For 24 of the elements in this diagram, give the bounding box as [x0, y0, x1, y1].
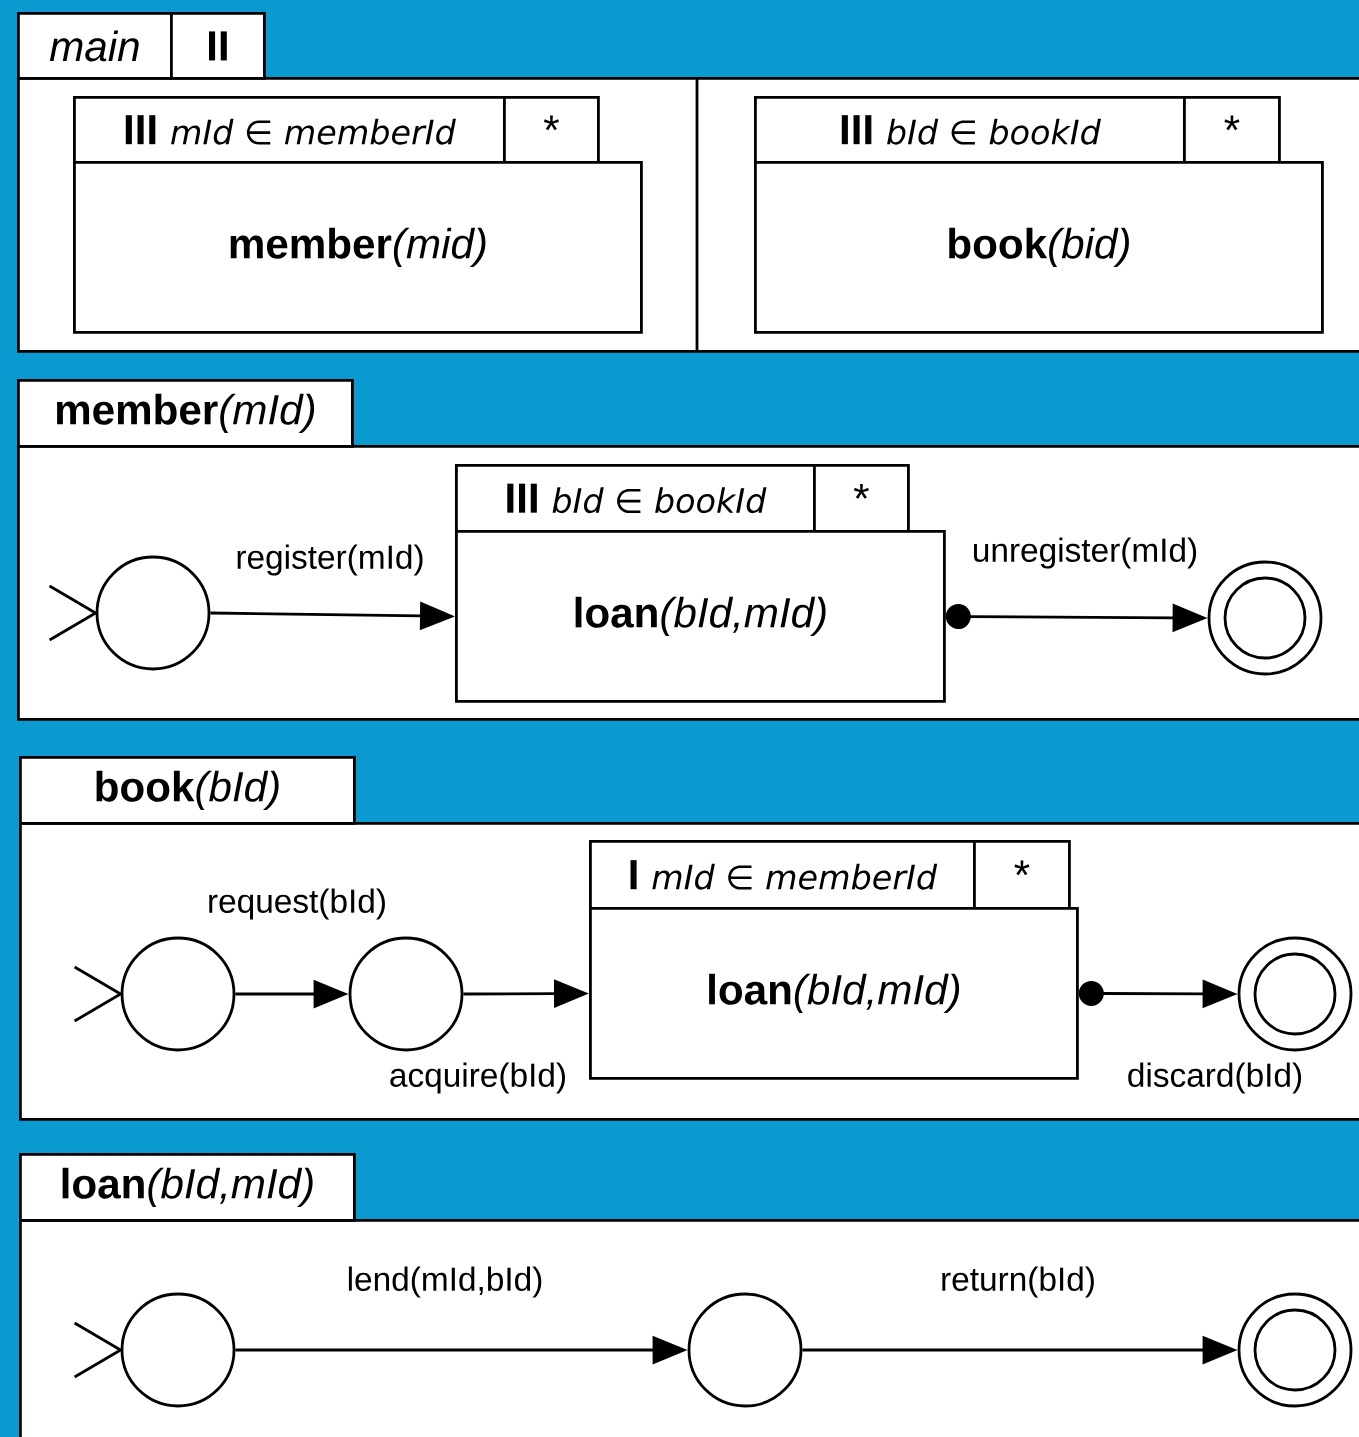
state-circle [120, 936, 236, 1052]
state-circle [120, 1292, 236, 1408]
tab: II [170, 12, 266, 80]
edge-label: register(mId) [233, 542, 427, 578]
edge-label: return(bId) [938, 1264, 1098, 1300]
tab: book(bId) [19, 756, 356, 825]
final-state [1207, 560, 1323, 676]
state-circle [348, 936, 464, 1052]
edge-label: lend(mId,bId) [344, 1264, 546, 1300]
edge-label: request(bId) [205, 886, 389, 922]
final-state [1237, 1292, 1353, 1408]
multiplicity-cell: * [1183, 96, 1281, 164]
edge-label: discard(bId) [1125, 1060, 1305, 1096]
edge-label: unregister(mId) [970, 535, 1200, 571]
tab: member(mId) [17, 379, 354, 448]
state-circle [95, 555, 211, 671]
multiplicity-cell: * [813, 464, 910, 533]
tab: loan(bId,mId) [19, 1153, 356, 1222]
final-state [1237, 936, 1353, 1052]
multiplicity-cell: * [973, 840, 1071, 910]
state-circle [687, 1292, 803, 1408]
edge-label: acquire(bId) [387, 1060, 569, 1096]
multiplicity-cell: * [503, 96, 600, 164]
tab: main [17, 12, 173, 80]
